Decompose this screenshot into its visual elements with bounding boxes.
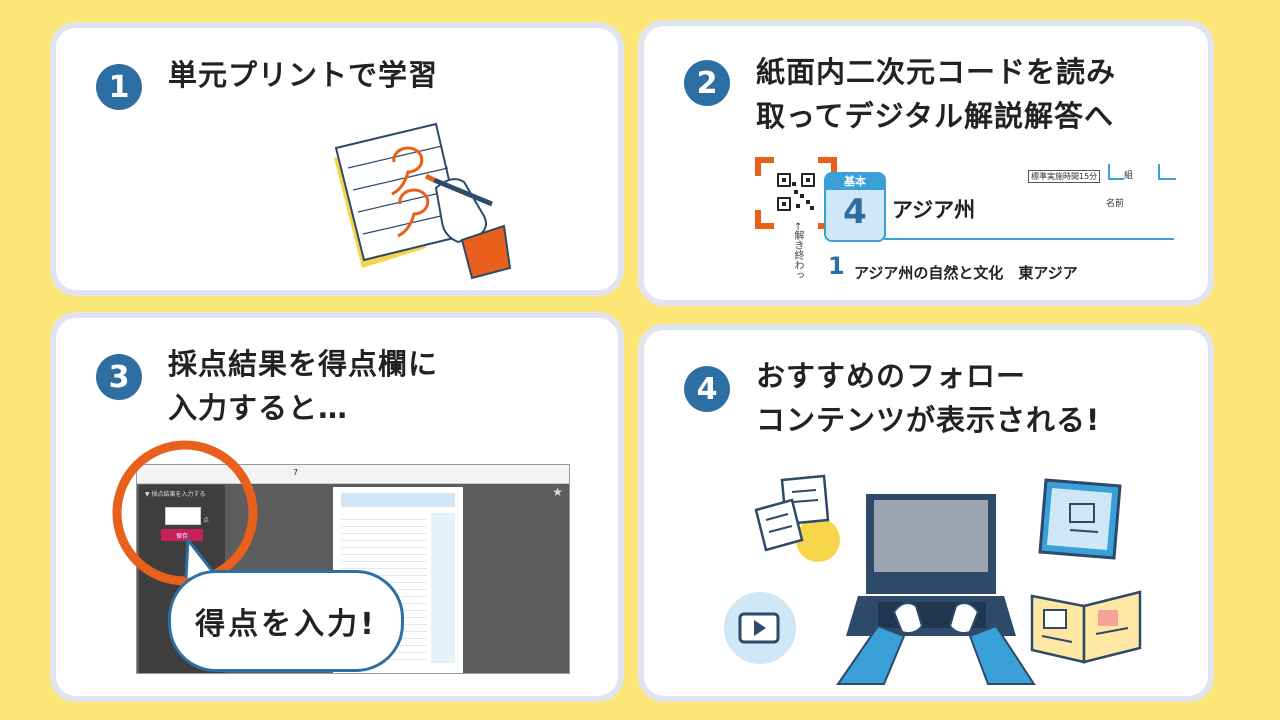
step-2-title-line-2: 取ってデジタル解説解答へ [756, 99, 1114, 133]
step-4-title-line-2: コンテンツが表示される! [756, 403, 1101, 437]
number-box [1158, 164, 1176, 180]
video-play-icon [724, 592, 796, 664]
unit-badge: 基本 4 [824, 172, 886, 242]
unit-level: 基本 [826, 174, 884, 190]
step-1-badge: 1 [96, 64, 142, 110]
step-3-card: 3 採点結果を得点欄に 入力すると… 7 ▼ 採点結果を入力する 点 保存 ★ … [50, 312, 624, 702]
name-label: 名前 [1106, 199, 1125, 209]
class-box [1108, 164, 1124, 180]
step-4-card: 4 おすすめのフォロー コンテンツが表示される! [638, 324, 1214, 702]
unit-number: 4 [843, 192, 867, 232]
step-4-title-line-1: おすすめのフォロー [756, 359, 1027, 393]
page-number: 7 [293, 468, 299, 477]
open-book-icon [1030, 590, 1142, 664]
save-score-button[interactable]: 保存 [161, 529, 203, 541]
score-input[interactable] [165, 507, 201, 525]
section-title: アジア州の自然と文化 東アジア [854, 264, 1078, 282]
bubble-tail [184, 535, 218, 579]
page-side-column [431, 513, 455, 663]
title-underline [884, 238, 1174, 240]
enter-score-callout: 得点を入力! [168, 570, 404, 672]
step-1-title: 単元プリントで学習 [168, 53, 438, 97]
step-3-title: 採点結果を得点欄に 入力すると… [168, 342, 438, 430]
step-3-title-line-1: 採点結果を得点欄に [168, 347, 439, 381]
step-1-card: 1 単元プリントで学習 [50, 22, 624, 296]
score-panel-title: ▼ 採点結果を入力する [145, 491, 206, 498]
step-2-card: 2 紙面内二次元コードを読み 取ってデジタル解説解答へ ←解き終わっ 基本 4 … [638, 20, 1214, 306]
step-2-title-line-1: 紙面内二次元コードを読み [756, 55, 1117, 89]
unit-title: アジア州 [892, 198, 976, 222]
worksheet-writing-illustration [334, 122, 512, 280]
documents-icon [754, 474, 840, 562]
page-header-bar [341, 493, 455, 507]
tablet-icon [1038, 478, 1122, 560]
time-label: 標準実施時間15分 [1028, 170, 1101, 183]
laptop-typing-illustration [836, 494, 1036, 685]
step-2-badge: 2 [684, 60, 730, 106]
vertical-note: ←解き終わっ [792, 222, 803, 281]
step-4-badge: 4 [684, 366, 730, 412]
section-number: 1 [828, 252, 845, 280]
class-label: 組 [1124, 171, 1134, 181]
step-4-title: おすすめのフォロー コンテンツが表示される! [756, 354, 1100, 442]
score-unit: 点 [203, 517, 210, 524]
step-2-title: 紙面内二次元コードを読み 取ってデジタル解説解答へ [756, 50, 1116, 138]
step-1-title-line-1: 単元プリントで学習 [168, 58, 439, 92]
step-3-title-line-2: 入力すると… [168, 391, 349, 425]
qr-code-frame-icon [755, 157, 837, 229]
bookmark-star-icon[interactable]: ★ [552, 485, 563, 499]
step-3-badge: 3 [96, 354, 142, 400]
